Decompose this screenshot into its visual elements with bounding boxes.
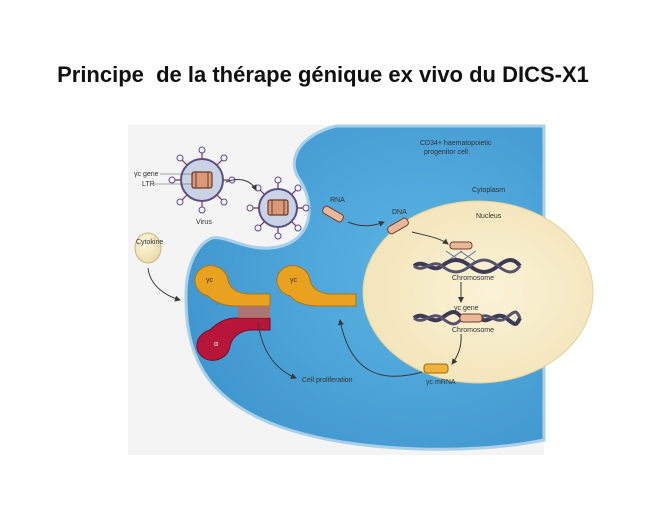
label-gamma-c-gene-2: γc gene [454,305,479,312]
label-cd34: CD34+ haematopoietic [420,140,492,147]
label-virus: Virus [196,219,212,226]
arrow-virus-entry [225,179,257,191]
label-gamma-c-mrna: γc mRNA [426,379,456,386]
arrow-dna-to-chromosome [411,231,449,245]
cytokine [134,232,162,264]
arrow-signaling [257,321,297,379]
arrow-rna-to-dna [347,221,385,227]
label-cell-proliferation: Cell proliferation [302,377,353,384]
label-cytokine: Cytokine [136,239,163,246]
chromosome-2 [412,310,522,326]
new-gamma-c-chain [276,265,357,307]
receptor-gamma-c [194,265,271,307]
arrow-cytokine-binding [147,267,181,302]
label-cytoplasm: Cytoplasm [472,187,505,194]
virus-1 [168,146,236,214]
label-chromosome-2: Chromosome [452,327,494,334]
mrna-molecule [423,363,449,374]
page-title: Principe de la thérape génique ex vivo d… [57,62,589,87]
chromosome-1 [412,258,522,274]
label-progenitor: progenitor cell [424,149,468,156]
virus-2 [246,176,310,240]
label-alpha: α [214,341,218,348]
label-gamma-c-gene: γc gene [134,171,159,178]
receptor-alpha [196,317,271,361]
membrane-anchor [238,306,270,318]
arrow-transcription [451,333,462,365]
label-rna: RNA [330,197,345,204]
label-gamma-c-receptor-2: γc [290,277,298,284]
label-nucleus: Nucleus [476,213,502,220]
label-chromosome-1: Chromosome [452,275,494,282]
dna-molecule [387,217,409,235]
arrow-translation [338,319,423,377]
nucleus [362,200,594,384]
label-dna: DNA [392,209,407,216]
label-ltr: LTR [142,181,155,188]
label-gamma-c-receptor: γc [206,277,214,284]
rna-molecule [322,205,344,223]
